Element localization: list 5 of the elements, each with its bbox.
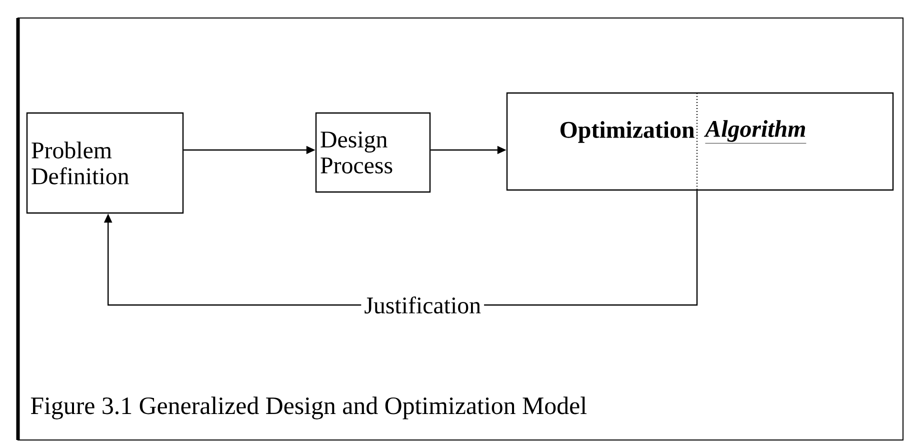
process-box: Optimization Algorithm [506, 92, 894, 191]
process-box: Design Process [315, 112, 431, 193]
edge-label: Justification [361, 293, 484, 317]
process-box: Problem Definition [26, 112, 184, 214]
caption: Figure 3.1 Generalized Design and Optimization Model [30, 396, 587, 420]
